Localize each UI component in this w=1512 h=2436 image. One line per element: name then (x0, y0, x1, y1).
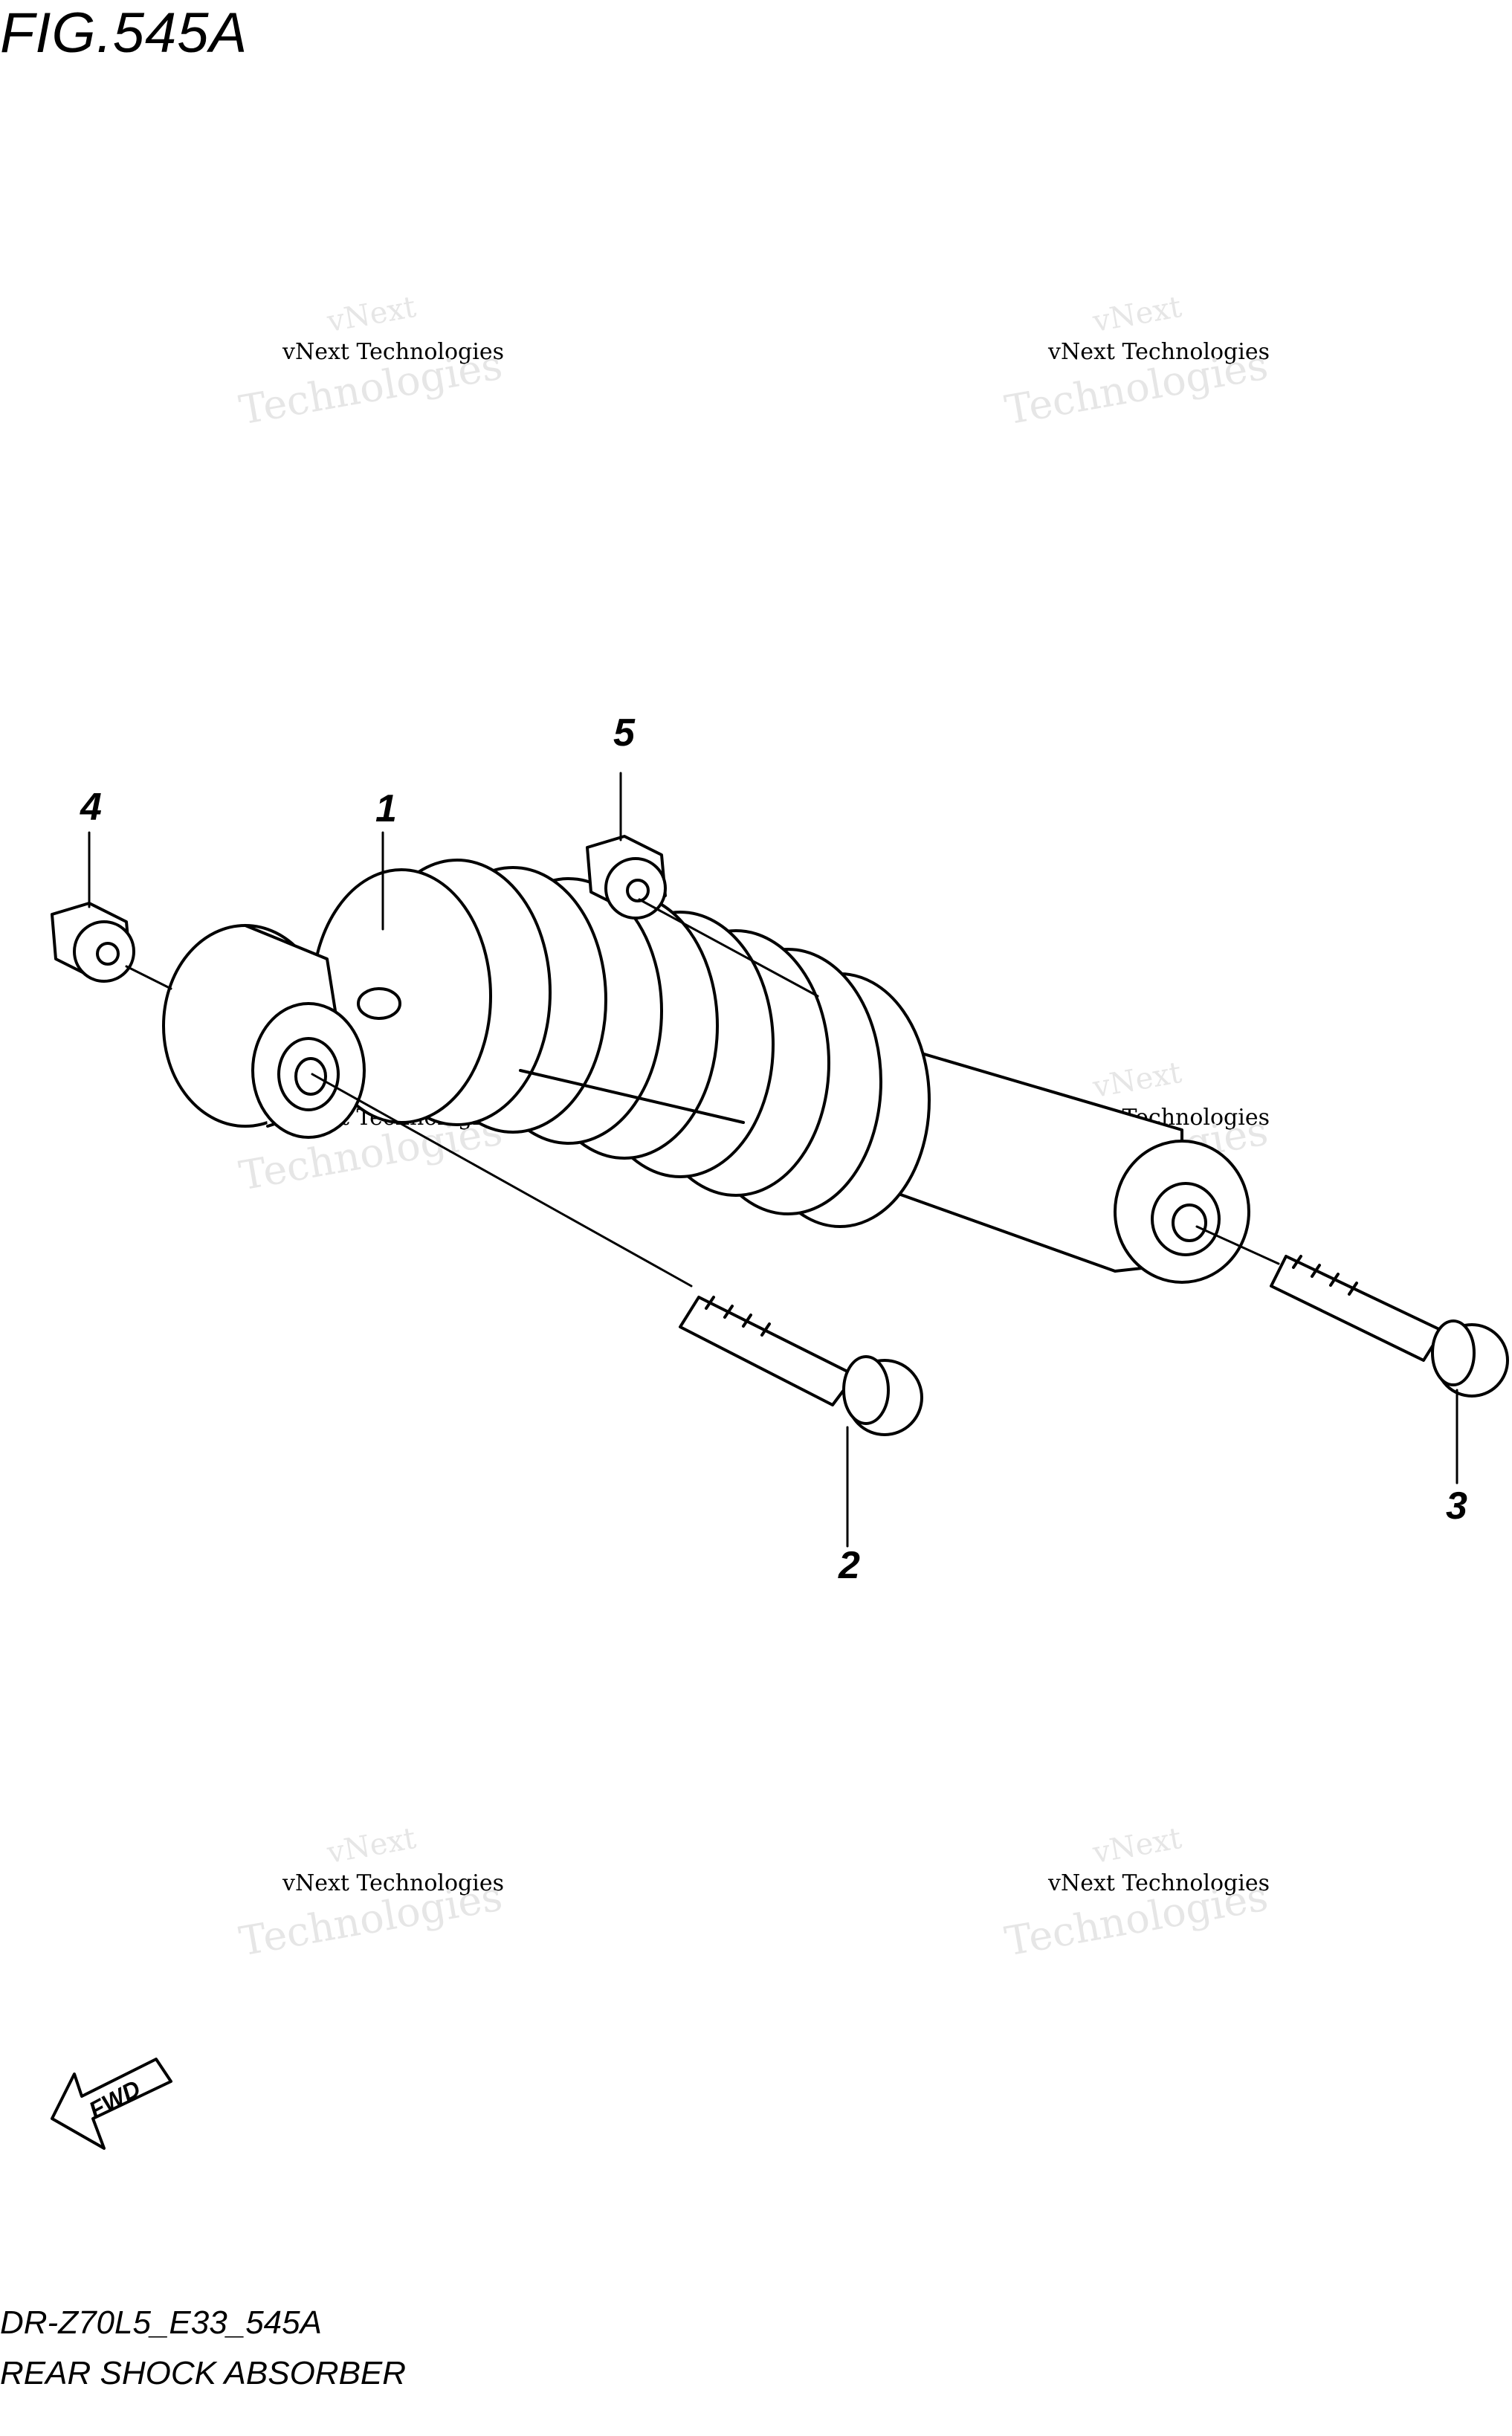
callout-1: 1 (375, 787, 397, 830)
bolt-2 (679, 1296, 923, 1436)
fwd-arrow-icon (51, 2058, 172, 2150)
shock-rod (519, 1069, 745, 1124)
callout-5: 5 (613, 711, 635, 755)
callout-4: 4 (80, 786, 102, 829)
callout-3: 3 (1446, 1484, 1467, 1528)
callout-2: 2 (839, 1544, 860, 1587)
nut-5 (586, 835, 667, 920)
nut-4 (51, 902, 135, 983)
watermark: vNext vNext Technologies Technologies (236, 289, 506, 434)
watermark: vNext vNext Technologies Technologies (236, 1820, 506, 1965)
bolt-3 (1270, 1255, 1509, 1398)
figure-code: DR-Z70L5_E33_545A (0, 2304, 322, 2341)
leader-lines (88, 772, 1458, 1548)
shock-top-mount (162, 924, 401, 1139)
watermark: vNext vNext Technologies Technologies (1001, 1820, 1272, 1965)
shock-spring (311, 859, 931, 1228)
figure-title: FIG.545A (0, 1, 248, 65)
figure-name: REAR SHOCK ABSORBER (0, 2355, 407, 2391)
watermark: vNext vNext Technologies Technologies (1001, 289, 1272, 434)
